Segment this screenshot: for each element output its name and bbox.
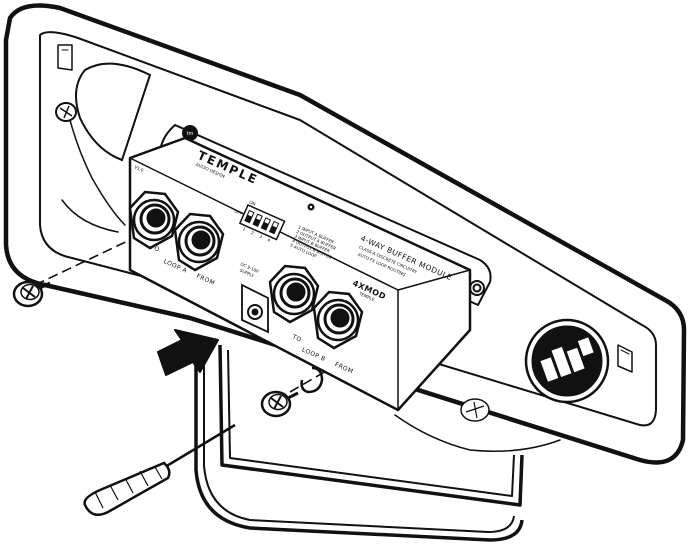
dip-number-3: 3 bbox=[258, 234, 263, 240]
screwdriver-icon bbox=[83, 423, 236, 517]
plate-logo-badge bbox=[524, 318, 610, 404]
mount-screw-left-icon bbox=[12, 280, 51, 308]
loop-a-to-label: TO bbox=[148, 243, 160, 254]
brand-badge: tm bbox=[187, 131, 194, 137]
cover-plate-oval bbox=[55, 62, 152, 162]
jack-loop-a-from[interactable] bbox=[173, 212, 225, 272]
dip-switch[interactable]: ON OFF 1 2 3 4 bbox=[228, 195, 287, 245]
dip-number-2: 2 bbox=[250, 230, 255, 236]
dip-on-label: ON bbox=[248, 200, 256, 207]
dip-number-1: 1 bbox=[242, 226, 247, 232]
lock-washer-icon bbox=[300, 366, 324, 394]
dip-number-4: 4 bbox=[267, 237, 272, 243]
version-label: V1.0 bbox=[134, 164, 145, 173]
u-bracket bbox=[194, 344, 524, 542]
insert-arrow-icon bbox=[157, 329, 219, 376]
status-led-icon bbox=[307, 203, 315, 211]
jack-loop-b-to[interactable] bbox=[268, 264, 320, 324]
jack-loop-b-from[interactable] bbox=[312, 290, 364, 350]
loop-b-to-label: TO bbox=[290, 333, 302, 344]
plate-screw-icon bbox=[55, 102, 77, 122]
bottom-plate-screw-icon bbox=[460, 398, 490, 422]
dip-off-label: OFF bbox=[234, 208, 244, 216]
dc-power-jack[interactable] bbox=[241, 283, 269, 334]
jack-loop-a-to[interactable] bbox=[128, 190, 180, 250]
module-logo-sub: TEMPLE bbox=[357, 290, 375, 302]
mount-screw-bracket-icon bbox=[260, 390, 299, 418]
power-sub-label: SUPPLY bbox=[239, 268, 255, 279]
